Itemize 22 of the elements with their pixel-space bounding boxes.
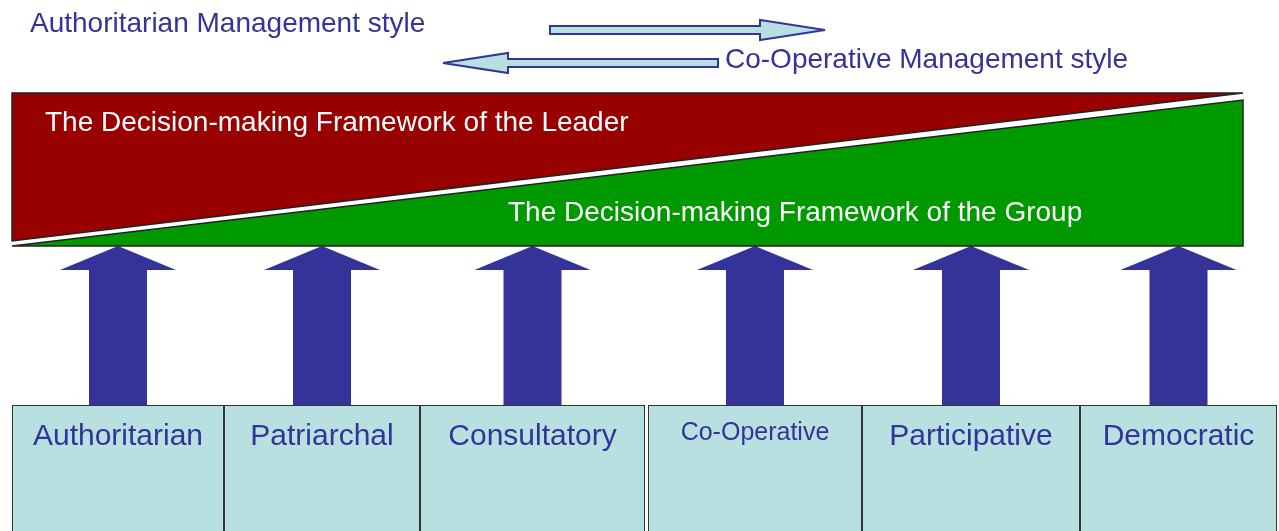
style-label: Consultatory bbox=[447, 418, 618, 451]
block-arrow bbox=[913, 246, 1029, 405]
style-label: Patriarchal bbox=[249, 418, 395, 451]
block-arrow bbox=[697, 246, 813, 405]
style-label: Participative bbox=[888, 418, 1054, 451]
style-label: Democratic bbox=[1101, 418, 1256, 451]
style-box bbox=[224, 405, 420, 531]
band-label: The Decision-making Framework of the Leader bbox=[45, 107, 629, 138]
style-box bbox=[12, 405, 224, 531]
block-arrow bbox=[60, 246, 176, 405]
block-arrow bbox=[474, 246, 591, 405]
style-label: Authoritarian bbox=[31, 418, 205, 451]
band-label: The Decision-making Framework of the Group bbox=[508, 197, 1083, 228]
block-arrow bbox=[1120, 246, 1237, 405]
style-box bbox=[1080, 405, 1277, 531]
block-arrow bbox=[264, 246, 380, 405]
style-label: Co-Operative bbox=[679, 418, 831, 446]
style-box bbox=[420, 405, 645, 531]
heading-label: Authoritarian Management style bbox=[30, 8, 426, 39]
style-box bbox=[648, 405, 862, 531]
style-box bbox=[862, 405, 1080, 531]
heading-label: Co-Operative Management style bbox=[725, 44, 1129, 75]
